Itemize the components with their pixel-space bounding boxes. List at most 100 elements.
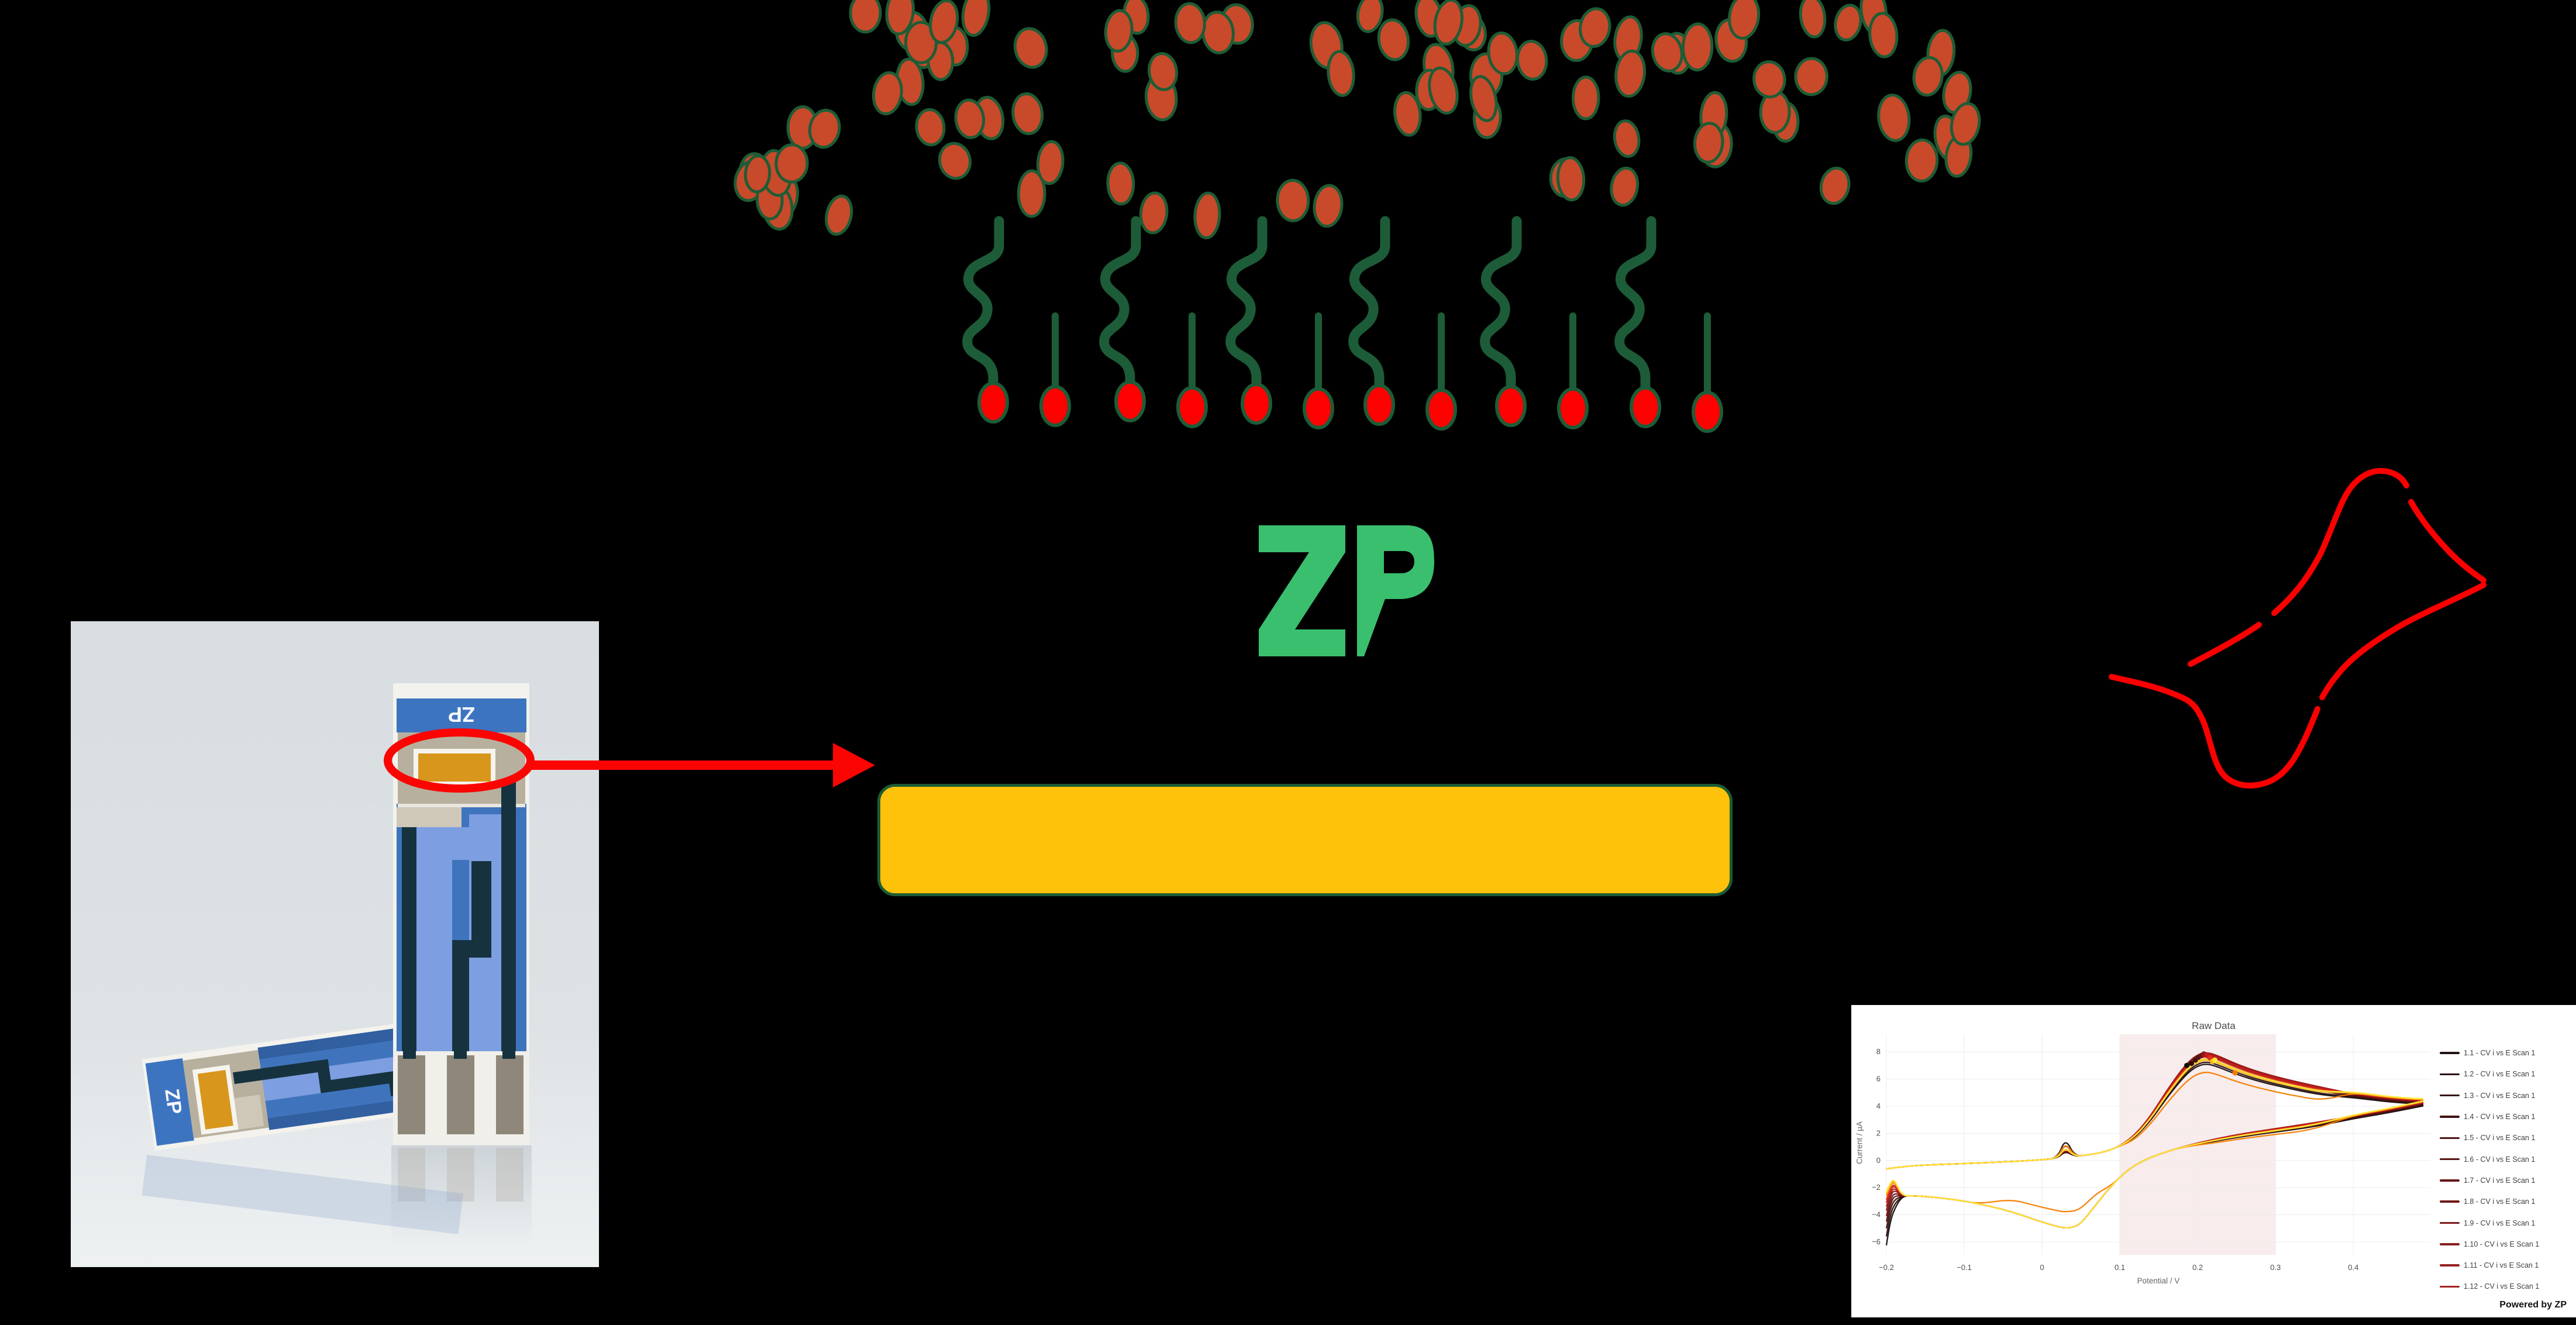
strip-trace bbox=[452, 861, 491, 1055]
legend-label: 1.7 - CV i vs E Scan 1 bbox=[2464, 1176, 2536, 1185]
analyte-dot bbox=[849, 0, 882, 34]
analyte-dot bbox=[1819, 166, 1851, 205]
legend-swatch bbox=[2440, 1285, 2460, 1288]
analyte-dot bbox=[1613, 119, 1641, 158]
zp-logo bbox=[1259, 525, 1434, 656]
analyte-dot bbox=[1423, 43, 1455, 92]
analyte-dot bbox=[1560, 19, 1594, 62]
legend-item[interactable]: 1.10 - CV i vs E Scan 1 bbox=[2440, 1234, 2574, 1255]
legend-swatch bbox=[2440, 1116, 2460, 1118]
legend-item[interactable]: 1.9 - CV i vs E Scan 1 bbox=[2440, 1212, 2574, 1233]
y-tick-label: −6 bbox=[1872, 1237, 1881, 1246]
analyte-dot bbox=[1663, 32, 1692, 75]
analyte-dot bbox=[1469, 52, 1504, 99]
analyte-dot bbox=[1122, 0, 1150, 35]
analyte-dot bbox=[1139, 191, 1169, 235]
zp-logo-z-glyph bbox=[1259, 525, 1345, 656]
cv-sketch-segment bbox=[2109, 674, 2320, 789]
legend-label: 1.5 - CV i vs E Scan 1 bbox=[2464, 1134, 2536, 1142]
strip-trace bbox=[402, 827, 416, 1055]
pad-stub bbox=[502, 1044, 515, 1059]
analyte-dot bbox=[738, 152, 771, 195]
legend-label: 1.6 - CV i vs E Scan 1 bbox=[2464, 1155, 2536, 1164]
sam-chain-squiggle bbox=[1225, 216, 1268, 393]
peak-marker bbox=[2189, 1061, 2195, 1066]
sam-head bbox=[1241, 383, 1272, 425]
peak-marker bbox=[2184, 1062, 2190, 1068]
x-tick-label: 0 bbox=[2040, 1263, 2044, 1272]
zp-logo-p-glyph bbox=[1357, 525, 1434, 656]
legend-item[interactable]: 1.2 - CV i vs E Scan 1 bbox=[2440, 1064, 2574, 1085]
analyte-dot bbox=[1699, 91, 1728, 140]
legend-item[interactable]: 1.7 - CV i vs E Scan 1 bbox=[2440, 1170, 2574, 1191]
analyte-dot bbox=[1415, 68, 1444, 111]
pad-reflection bbox=[496, 1148, 524, 1202]
analyte-dot bbox=[1106, 161, 1135, 206]
legend-label: 1.3 - CV i vs E Scan 1 bbox=[2464, 1091, 2536, 1100]
analyte-dot bbox=[1942, 71, 1972, 114]
analyte-dot bbox=[1036, 140, 1065, 185]
legend-item[interactable]: 1.4 - CV i vs E Scan 1 bbox=[2440, 1106, 2574, 1127]
strip-brand-label: ZP bbox=[448, 703, 475, 727]
analyte-dot bbox=[1327, 50, 1355, 97]
legend-item[interactable]: 1.1 - CV i vs E Scan 1 bbox=[2440, 1042, 2574, 1064]
analyte-dot bbox=[1714, 18, 1748, 63]
analyte-dot bbox=[769, 175, 799, 220]
analyte-dot bbox=[1433, 0, 1463, 46]
legend-item[interactable]: 1.11 - CV i vs E Scan 1 bbox=[2440, 1255, 2574, 1276]
sam-head bbox=[1039, 385, 1071, 427]
gold-electrode bbox=[197, 1070, 233, 1130]
analyte-dot bbox=[1799, 0, 1827, 39]
legend-item[interactable]: 1.6 - CV i vs E Scan 1 bbox=[2440, 1148, 2574, 1169]
y-tick-label: 0 bbox=[1876, 1156, 1881, 1165]
cv-sketch-segment bbox=[2408, 499, 2487, 583]
analyte-dot bbox=[733, 160, 767, 202]
analyte-dot bbox=[1111, 33, 1139, 73]
legend-swatch bbox=[2440, 1052, 2460, 1054]
x-tick-label: −0.2 bbox=[1879, 1263, 1894, 1272]
sam-head bbox=[1114, 380, 1146, 422]
sensor-photo: ZP ZP bbox=[71, 621, 599, 1267]
strip-gap-line bbox=[398, 804, 525, 807]
legend-item[interactable]: 1.5 - CV i vs E Scan 1 bbox=[2440, 1127, 2574, 1148]
analyte-dot bbox=[872, 71, 903, 116]
powered-by-label: Powered by ZP bbox=[2499, 1300, 2567, 1310]
legend-swatch bbox=[2440, 1073, 2460, 1076]
strip-reflection bbox=[391, 1145, 532, 1245]
analyte-dot bbox=[1193, 191, 1221, 240]
legend-label: 1.8 - CV i vs E Scan 1 bbox=[2464, 1197, 2536, 1206]
analyte-dot bbox=[1393, 91, 1422, 137]
peak-marker bbox=[2232, 1070, 2238, 1076]
x-tick-label: 0.4 bbox=[2348, 1263, 2358, 1272]
legend-label: 1.4 - CV i vs E Scan 1 bbox=[2464, 1113, 2536, 1121]
analyte-dot bbox=[929, 0, 959, 44]
cv-sketch bbox=[2109, 467, 2487, 789]
analyte-dot bbox=[1579, 7, 1611, 48]
analyte-dot bbox=[1752, 60, 1786, 99]
cv-sketch-segment bbox=[2319, 582, 2487, 700]
analyte-dot bbox=[1428, 66, 1459, 115]
sensor-photo-drawing: ZP ZP bbox=[71, 621, 599, 1267]
analyte-dot bbox=[941, 26, 969, 67]
legend-swatch bbox=[2440, 1221, 2460, 1224]
sam-chain-squiggle bbox=[1099, 216, 1141, 393]
cv-trace bbox=[1885, 1100, 2424, 1228]
analyte-dot bbox=[762, 184, 794, 231]
strip-reflection bbox=[142, 1155, 463, 1234]
legend-item[interactable]: 1.8 - CV i vs E Scan 1 bbox=[2440, 1191, 2574, 1212]
legend-swatch bbox=[2440, 1094, 2460, 1097]
analyte-dot bbox=[1377, 18, 1410, 61]
legend-label: 1.11 - CV i vs E Scan 1 bbox=[2464, 1261, 2539, 1270]
legend-item[interactable]: 1.3 - CV i vs E Scan 1 bbox=[2440, 1085, 2574, 1106]
legend-item[interactable]: 1.12 - CV i vs E Scan 1 bbox=[2440, 1276, 2574, 1297]
analyte-dot bbox=[1933, 114, 1964, 163]
analyte-dot bbox=[1794, 57, 1828, 97]
gold-electrode-bar bbox=[877, 784, 1733, 896]
analyte-dot bbox=[1148, 52, 1179, 91]
analyte-dot bbox=[786, 105, 819, 150]
sam-head bbox=[1363, 384, 1395, 426]
cv-trace bbox=[1886, 1058, 2424, 1170]
sam-head bbox=[1425, 388, 1457, 431]
